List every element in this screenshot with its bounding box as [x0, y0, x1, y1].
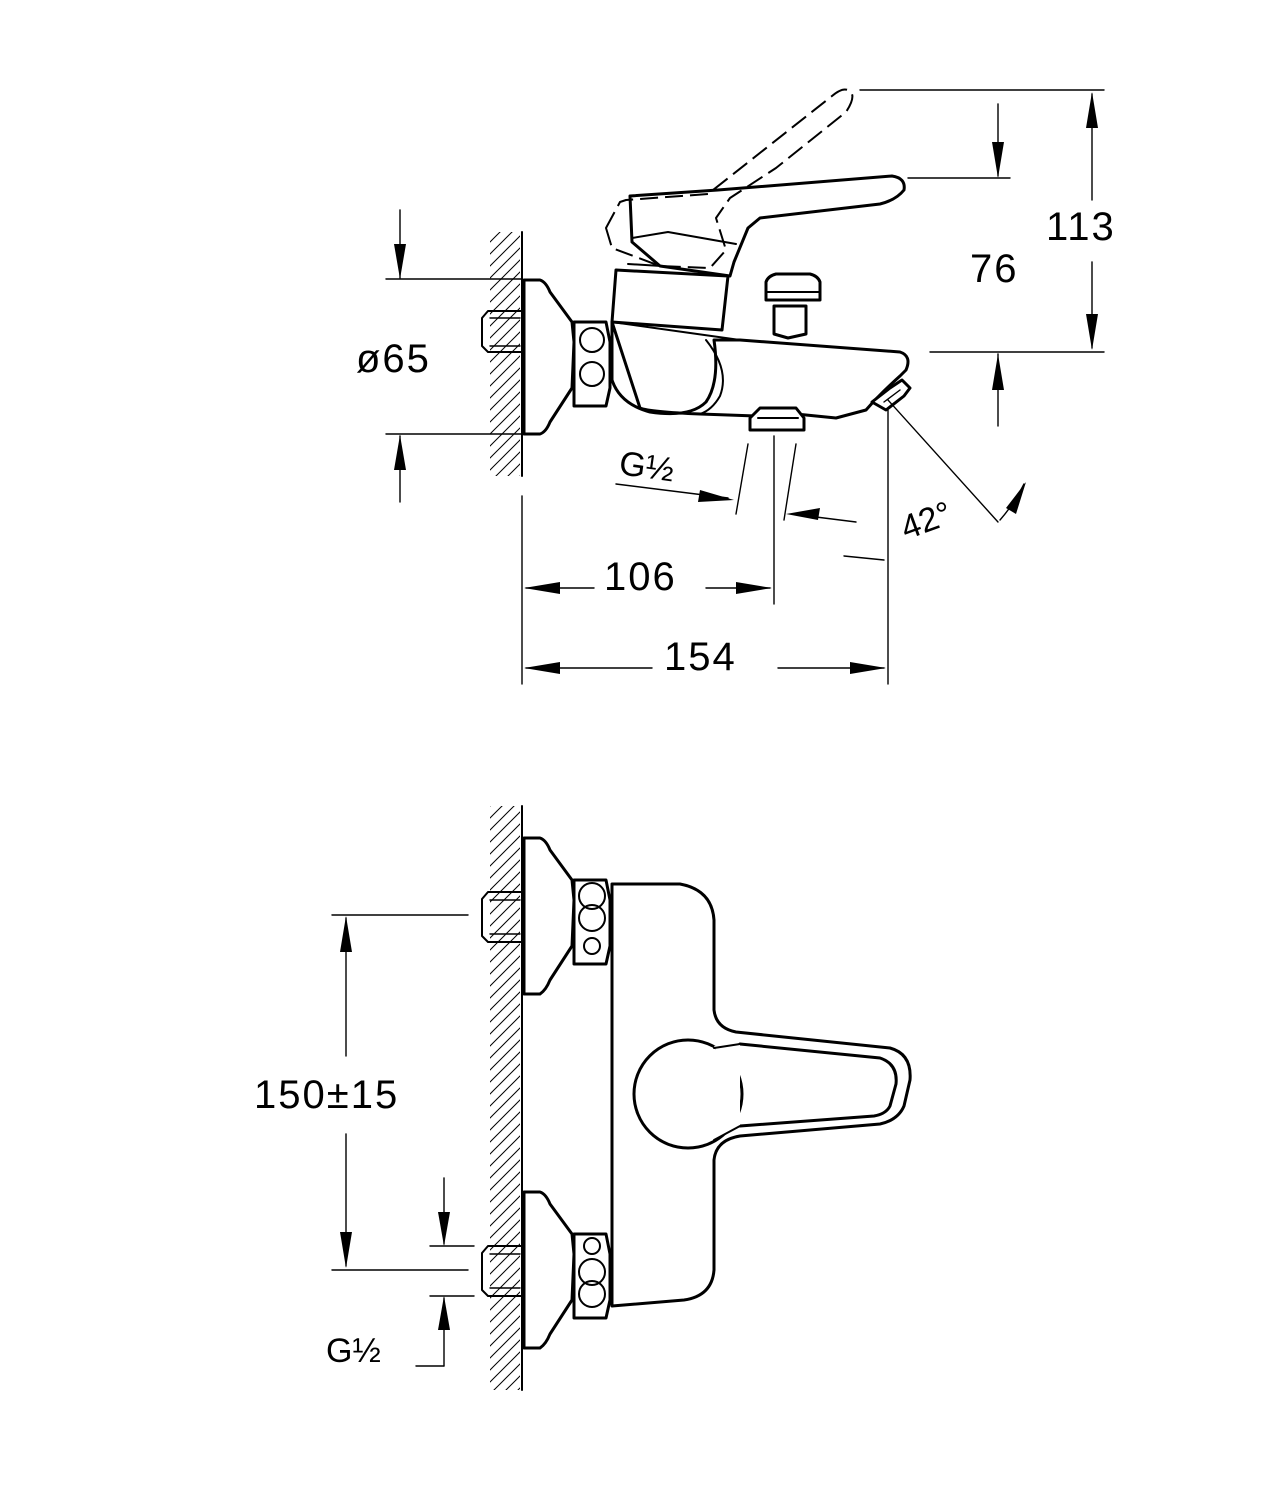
connector-upper [572, 878, 612, 966]
wall-hatch-front [490, 806, 520, 1390]
cartridge-head-side [610, 268, 730, 332]
side-view: 113 76 ø65 G½ 42° [356, 88, 1116, 685]
diverter-cap-side [764, 272, 822, 302]
lever-hub-front [632, 1038, 744, 1150]
front-view: 150±15 G½ [254, 805, 912, 1391]
dim-projection-outlet: 106 [604, 555, 677, 599]
dim-projection-total: 154 [664, 635, 737, 679]
dim-outlet-thread: G½ [617, 444, 677, 489]
dim-inlet-spacing: 150±15 [254, 1073, 399, 1117]
connector-side [572, 320, 612, 408]
dim-height-total: 113 [1046, 205, 1116, 249]
inlet-pipe-side [481, 310, 523, 353]
dim-rosette-diameter: ø65 [356, 337, 431, 381]
rosette-lower [522, 1190, 576, 1350]
inlet-pipe-upper [481, 891, 523, 943]
rosette-side [522, 278, 576, 436]
handle-open-side [605, 88, 854, 269]
dim-height-spout: 76 [970, 247, 1019, 291]
diverter-knob-side [772, 304, 808, 340]
connector-lower [572, 1232, 612, 1320]
lever-handle-front [738, 1042, 898, 1128]
rosette-upper [522, 836, 576, 996]
dim-spout-angle: 42° [896, 494, 957, 547]
handle-closed-side [628, 174, 906, 278]
mixer-body-side [610, 320, 910, 420]
inlet-pipe-lower [481, 1245, 523, 1297]
wall-hatch-side [490, 232, 520, 476]
dim-inlet-thread: G½ [326, 1332, 381, 1370]
